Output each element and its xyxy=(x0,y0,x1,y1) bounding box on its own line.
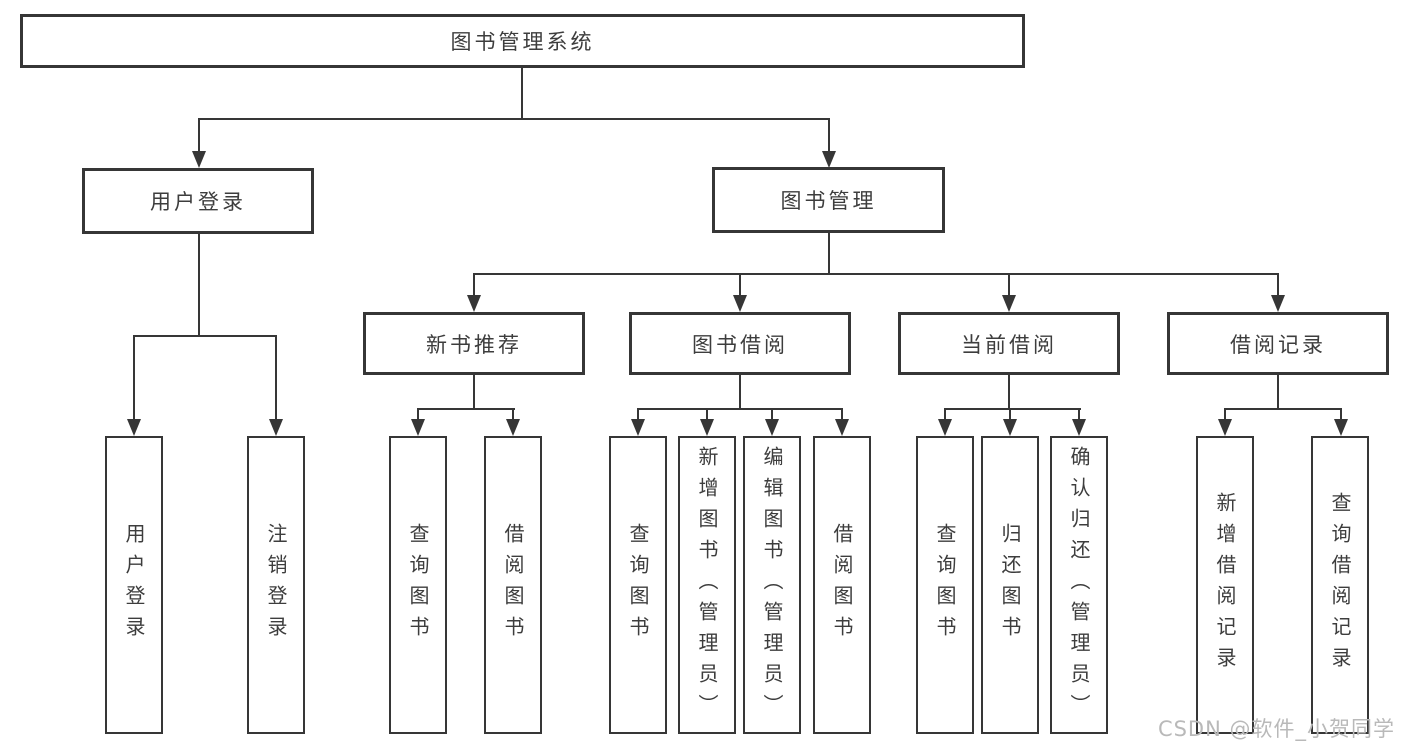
connector-stem xyxy=(739,375,741,410)
connector-user-login-stem xyxy=(198,234,200,337)
arrow-down-icon xyxy=(835,419,849,436)
leaf-label: 归还图书 xyxy=(998,523,1022,647)
connector-drop-leaf xyxy=(944,408,946,422)
connector-drop-leaf xyxy=(706,408,708,422)
connector-drop-level3 xyxy=(473,273,475,297)
connector-drop-leaf xyxy=(1340,408,1342,422)
arrow-down-icon xyxy=(127,419,141,436)
connector-stem xyxy=(1008,375,1010,410)
leaf-edit-book-admin: 编辑图书（管理员） xyxy=(743,436,801,734)
leaf-borrow-books-recommend: 借阅图书 xyxy=(484,436,542,734)
connector-stem xyxy=(473,375,475,410)
leaf-label: 查询图书 xyxy=(406,523,430,647)
connector-drop-leaf xyxy=(275,335,277,421)
leaf-label: 新增图书（管理员） xyxy=(695,445,719,725)
leaf-label: 确认归还（管理员） xyxy=(1067,445,1091,725)
node-user-login: 用户登录 xyxy=(82,168,314,234)
arrow-down-icon xyxy=(269,419,283,436)
connector-drop-leaf xyxy=(771,408,773,422)
connector-drop-level3 xyxy=(1277,273,1279,297)
connector-branch xyxy=(944,408,1081,410)
arrow-down-icon xyxy=(733,295,747,312)
leaf-label: 查询图书 xyxy=(626,523,650,647)
connector-drop-book-management xyxy=(828,118,830,152)
node-book-borrowing: 图书借阅 xyxy=(629,312,851,375)
node-current-borrowing: 当前借阅 xyxy=(898,312,1120,375)
arrow-down-icon xyxy=(1072,419,1086,436)
node-borrowing-records: 借阅记录 xyxy=(1167,312,1389,375)
arrow-down-icon xyxy=(192,151,206,168)
leaf-borrow-books: 借阅图书 xyxy=(813,436,871,734)
connector-branch xyxy=(1224,408,1342,410)
leaf-logout: 注销登录 xyxy=(247,436,305,734)
connector-drop-leaf xyxy=(1009,408,1011,422)
connector-drop-leaf xyxy=(512,408,514,422)
arrow-down-icon xyxy=(506,419,520,436)
leaf-query-books-recommend: 查询图书 xyxy=(389,436,447,734)
arrow-down-icon xyxy=(822,151,836,168)
connector-drop-level3 xyxy=(1008,273,1010,297)
arrow-down-icon xyxy=(938,419,952,436)
leaf-label: 注销登录 xyxy=(264,523,288,647)
leaf-query-borrow-record: 查询借阅记录 xyxy=(1311,436,1369,734)
connector-drop-leaf xyxy=(417,408,419,422)
connector-drop-leaf xyxy=(1224,408,1226,422)
arrow-down-icon xyxy=(467,295,481,312)
connector-drop-leaf xyxy=(841,408,843,422)
leaf-confirm-return-admin: 确认归还（管理员） xyxy=(1050,436,1108,734)
connector-branch xyxy=(637,408,843,410)
connector-drop-leaf xyxy=(133,335,135,421)
connector-book-management-branch xyxy=(473,273,1279,275)
leaf-query-books-current: 查询图书 xyxy=(916,436,974,734)
connector-drop-leaf xyxy=(1078,408,1080,422)
leaf-label: 新增借阅记录 xyxy=(1213,492,1237,678)
node-new-book-recommend: 新书推荐 xyxy=(363,312,585,375)
arrow-down-icon xyxy=(765,419,779,436)
leaf-return-books: 归还图书 xyxy=(981,436,1039,734)
leaf-label: 查询图书 xyxy=(933,523,957,647)
arrow-down-icon xyxy=(1334,419,1348,436)
arrow-down-icon xyxy=(631,419,645,436)
arrow-down-icon xyxy=(1271,295,1285,312)
connector-root-stem xyxy=(521,68,523,118)
connector-drop-user-login xyxy=(198,118,200,152)
node-library-system: 图书管理系统 xyxy=(20,14,1025,68)
arrow-down-icon xyxy=(1003,419,1017,436)
connector-user-login-branch xyxy=(133,335,277,337)
leaf-label: 借阅图书 xyxy=(501,523,525,647)
leaf-label: 查询借阅记录 xyxy=(1328,492,1352,678)
leaf-label: 编辑图书（管理员） xyxy=(760,445,784,725)
leaf-label: 借阅图书 xyxy=(830,523,854,647)
connector-drop-level3 xyxy=(739,273,741,297)
node-book-management: 图书管理 xyxy=(712,167,945,233)
connector-root-branch xyxy=(198,118,830,120)
arrow-down-icon xyxy=(411,419,425,436)
arrow-down-icon xyxy=(700,419,714,436)
leaf-label: 用户登录 xyxy=(122,523,146,647)
leaf-add-borrow-record: 新增借阅记录 xyxy=(1196,436,1254,734)
connector-branch xyxy=(417,408,515,410)
leaf-add-book-admin: 新增图书（管理员） xyxy=(678,436,736,734)
connector-drop-leaf xyxy=(637,408,639,422)
leaf-query-books-borrowing: 查询图书 xyxy=(609,436,667,734)
leaf-user-login: 用户登录 xyxy=(105,436,163,734)
arrow-down-icon xyxy=(1002,295,1016,312)
arrow-down-icon xyxy=(1218,419,1232,436)
connector-stem xyxy=(1277,375,1279,410)
connector-book-management-stem xyxy=(828,233,830,275)
csdn-watermark: CSDN @软件_小贺同学 xyxy=(1157,717,1395,741)
